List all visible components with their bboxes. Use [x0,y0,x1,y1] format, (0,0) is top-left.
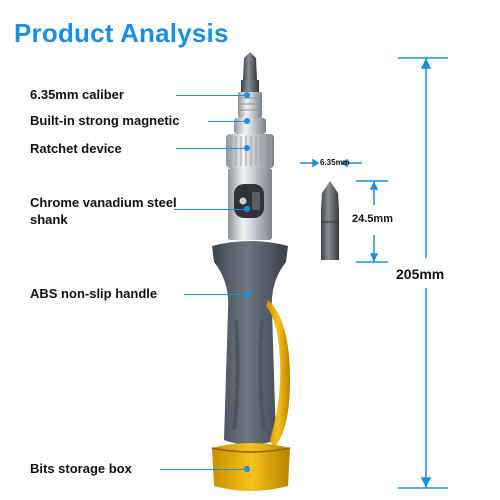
bit-width-dimension [300,158,362,168]
label-storage: Bits storage box [30,461,132,476]
leader-dot [244,466,250,472]
label-ratchet: Ratchet device [30,141,122,156]
magnetic-collar [238,92,262,118]
leader-line [184,294,246,295]
leader-dot [244,92,250,98]
leader-line [160,469,246,470]
leader-dot [244,118,250,124]
shank-collar [234,118,266,134]
bit-length-dimension [356,180,388,263]
leader-line [208,121,246,122]
ratchet-ring [226,134,274,168]
leader-dot [244,145,250,151]
leader-line [176,95,246,96]
leader-line [176,148,246,149]
label-handle: ABS non-slip handle [30,286,158,301]
leader-dot [244,291,250,297]
leader-line [174,209,246,210]
bit-length-text: 24.5mm [352,213,393,225]
page-title: Product Analysis [14,18,229,48]
steel-shank [228,168,272,240]
handle-yellow-grip [266,300,290,448]
total-length-dimension [398,57,448,489]
label-magnetic: Built-in strong magnetic [30,113,180,128]
leader-dot [244,206,250,212]
bits-storage-cap [211,443,291,491]
phillips-bit-tip [241,52,259,92]
bit-width-text: 6.35mm [320,158,350,167]
label-shank: Chrome vanadium steel shank [30,195,177,227]
loose-bit [321,181,339,260]
label-caliber: 6.35mm caliber [30,87,124,102]
total-length-text: 205mm [396,266,445,282]
handle-grey [212,241,288,445]
